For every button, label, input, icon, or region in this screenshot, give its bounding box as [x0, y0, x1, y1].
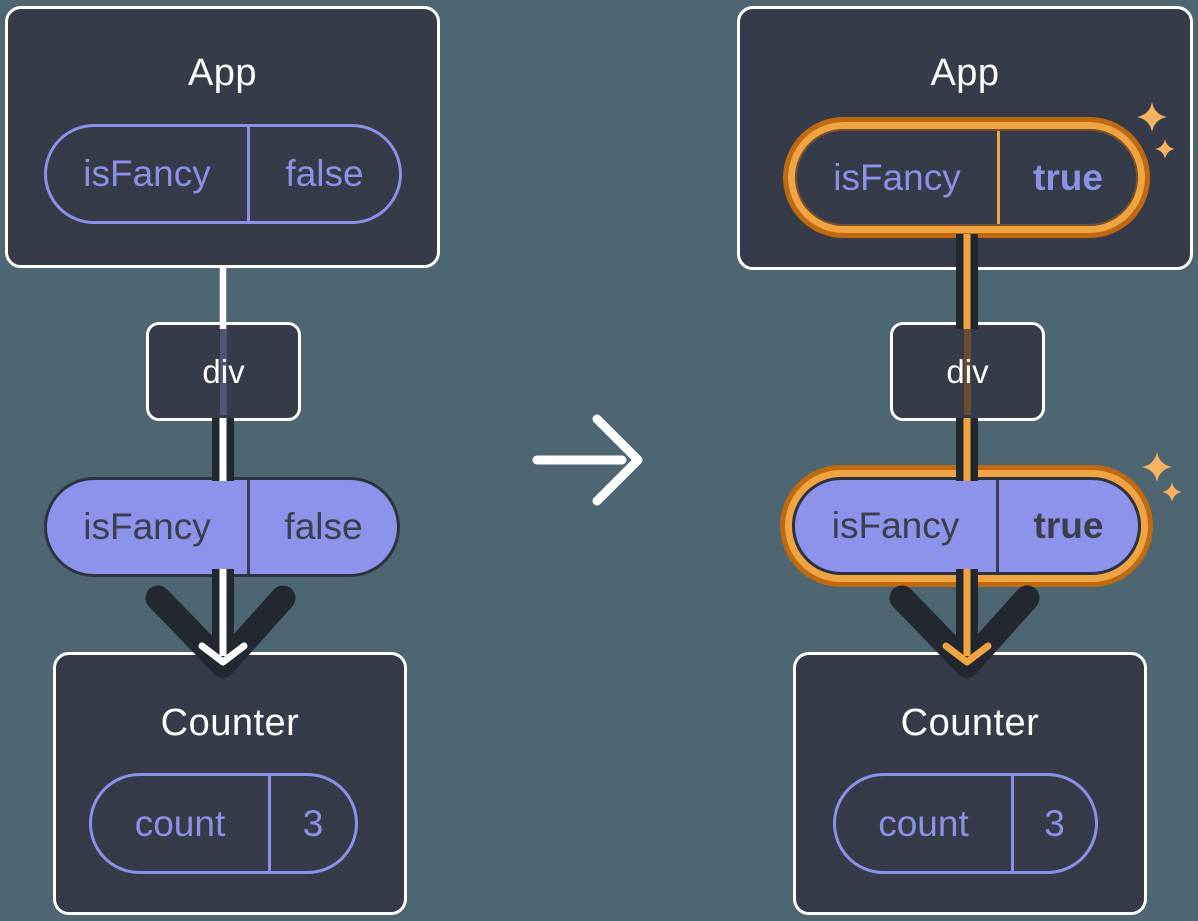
after-app-title: App	[930, 52, 1000, 94]
before-div-node: div	[146, 322, 301, 421]
after-app-state-highlight-ring: isFancy true	[788, 122, 1145, 233]
after-prop-pill: isFancy true	[792, 477, 1141, 575]
prop-value: false	[247, 480, 397, 574]
right-arrow-icon	[532, 414, 643, 506]
before-app-state-pill: isFancy false	[44, 124, 402, 224]
before-counter-title: Counter	[160, 702, 300, 744]
after-app-state-pill: isFancy true	[795, 129, 1138, 226]
state-value: true	[997, 131, 1136, 224]
before-counter-state-pill: count 3	[89, 773, 358, 874]
after-div-node: div	[890, 322, 1045, 421]
pass-through-line	[964, 328, 971, 415]
after-counter-title: Counter	[900, 702, 1040, 744]
prop-name: isFancy	[831, 505, 960, 546]
state-name: count	[134, 802, 226, 844]
state-name: isFancy	[83, 153, 211, 194]
sparkle-icon	[1142, 452, 1182, 502]
state-value: 3	[1011, 776, 1095, 871]
state-name: count	[878, 802, 969, 844]
before-prop-pill: isFancy false	[44, 477, 400, 577]
pass-through-line	[220, 328, 227, 415]
state-value: 3	[268, 776, 355, 871]
state-name: isFancy	[833, 156, 961, 198]
state-value: false	[247, 127, 399, 221]
after-counter-state-pill: count 3	[833, 773, 1098, 874]
before-app-title: App	[187, 52, 258, 94]
before-div-label: div	[202, 352, 245, 390]
before-prop-to-counter-arrow	[145, 569, 296, 678]
prop-value: true	[996, 480, 1138, 572]
after-prop-to-counter-arrow	[889, 569, 1040, 678]
prop-name: isFancy	[83, 506, 211, 547]
after-div-label: div	[946, 352, 989, 390]
after-prop-highlight-ring: isFancy true	[785, 470, 1148, 582]
